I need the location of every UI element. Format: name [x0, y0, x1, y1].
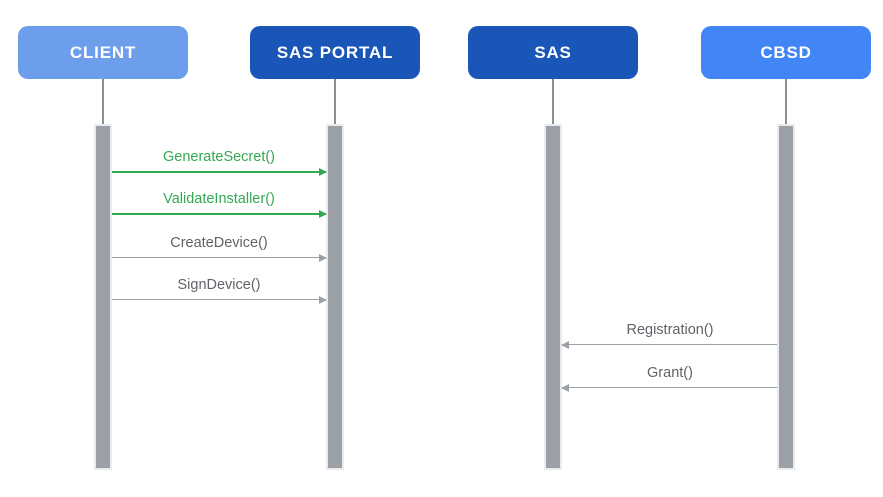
lifeline-stub-sas: [552, 79, 554, 124]
activation-bar-sas-portal: [326, 124, 344, 470]
activation-bar-client: [94, 124, 112, 470]
actor-label-sas: SAS: [534, 42, 572, 62]
message-arrow-right-icon: [112, 213, 326, 215]
message-label: SignDevice(): [177, 277, 261, 293]
message-label: CreateDevice(): [170, 235, 268, 251]
message-arrow-right-icon: [112, 299, 326, 301]
message-arrow-right-icon: [112, 257, 326, 259]
message-label: GenerateSecret(): [162, 149, 276, 165]
actor-label-client: CLIENT: [69, 42, 137, 62]
activation-bar-cbsd: [777, 124, 795, 470]
actor-box-client: CLIENT: [18, 26, 188, 79]
activation-bar-sas: [544, 124, 562, 470]
actor-label-cbsd: CBSD: [760, 42, 812, 62]
actor-box-sas-portal: SAS PORTAL: [250, 26, 420, 79]
lifeline-stub-sas-portal: [334, 79, 336, 124]
message-label: ValidateInstaller(): [163, 191, 275, 207]
lifeline-stub-cbsd: [785, 79, 787, 124]
message-arrow-left-icon: [562, 344, 777, 346]
message-arrow-left-icon: [562, 387, 777, 389]
actor-box-sas: SAS: [468, 26, 638, 79]
actor-box-cbsd: CBSD: [701, 26, 871, 79]
message-label: Registration(): [626, 322, 714, 338]
lifeline-stub-client: [102, 79, 104, 124]
actor-label-sas-portal: SAS PORTAL: [276, 42, 394, 62]
message-label: Grant(): [647, 365, 693, 381]
message-arrow-right-icon: [112, 171, 326, 173]
